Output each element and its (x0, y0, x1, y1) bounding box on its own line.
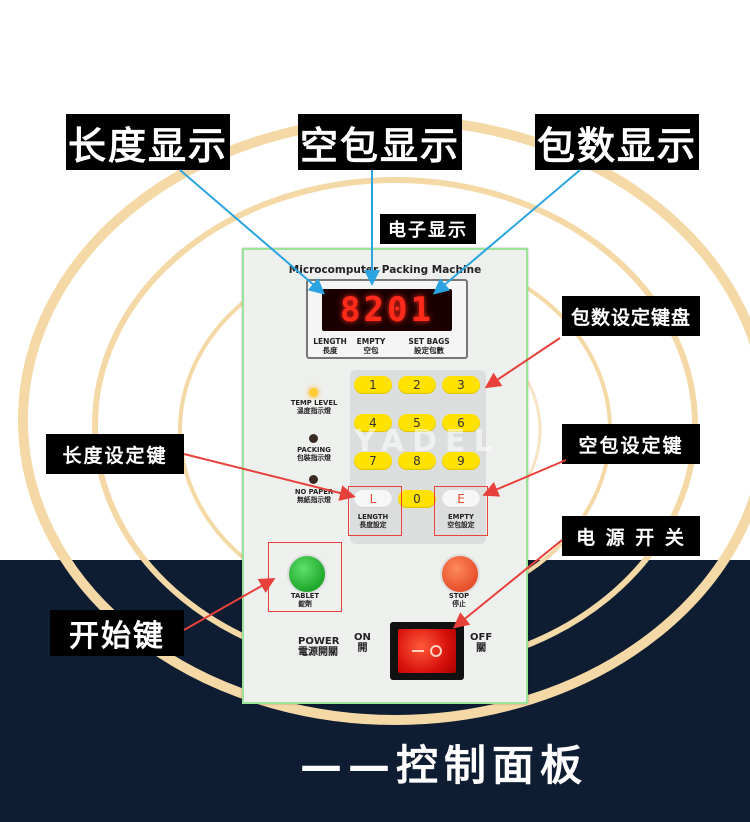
display-digits: 8201 (340, 290, 434, 330)
key-9[interactable]: 9 (442, 452, 480, 470)
electronic-display-callout: 电子显示 (380, 214, 476, 244)
length-display-callout: 长度显示 (66, 114, 230, 170)
empty-display-callout: 空包显示 (298, 114, 462, 170)
no-paper-led (309, 475, 318, 484)
control-panel: Microcomputer Packing Machine 8201 LENGT… (242, 248, 528, 704)
stop-button[interactable] (440, 554, 480, 594)
start-key-callout: 开始键 (50, 610, 184, 656)
bags-display-callout: 包数显示 (535, 114, 699, 170)
key-7[interactable]: 7 (354, 452, 392, 470)
length-key-callout: 长度设定键 (46, 434, 184, 474)
length-key-highlight (348, 486, 402, 536)
empty-key-highlight (434, 486, 488, 536)
watermark: YADEL (354, 424, 501, 459)
key-0[interactable]: 0 (398, 490, 436, 508)
key-empty[interactable]: E (442, 490, 480, 508)
temp-level-led (309, 388, 318, 397)
key-1[interactable]: 1 (354, 376, 392, 394)
power-switch[interactable] (390, 622, 464, 680)
key-3[interactable]: 3 (442, 376, 480, 394)
key-8[interactable]: 8 (398, 452, 436, 470)
empty-key-callout: 空包设定键 (562, 424, 700, 464)
key-4[interactable]: 4 (354, 414, 392, 432)
power-rocker[interactable] (398, 629, 456, 673)
packing-led (309, 434, 318, 443)
key-length[interactable]: L (354, 490, 392, 508)
power-symbol-icon (412, 645, 442, 657)
panel-title: Microcomputer Packing Machine (288, 264, 482, 276)
power-switch-callout: 电 源 开 关 (562, 516, 700, 556)
bag-keypad-callout: 包数设定键盘 (562, 296, 700, 336)
key-5[interactable]: 5 (398, 414, 436, 432)
tablet-start-button[interactable] (287, 554, 327, 594)
led-display: 8201 (322, 289, 452, 331)
key-2[interactable]: 2 (398, 376, 436, 394)
key-6[interactable]: 6 (442, 414, 480, 432)
footer-title: ——控制面板 (300, 741, 589, 790)
tablet-highlight (268, 542, 342, 612)
